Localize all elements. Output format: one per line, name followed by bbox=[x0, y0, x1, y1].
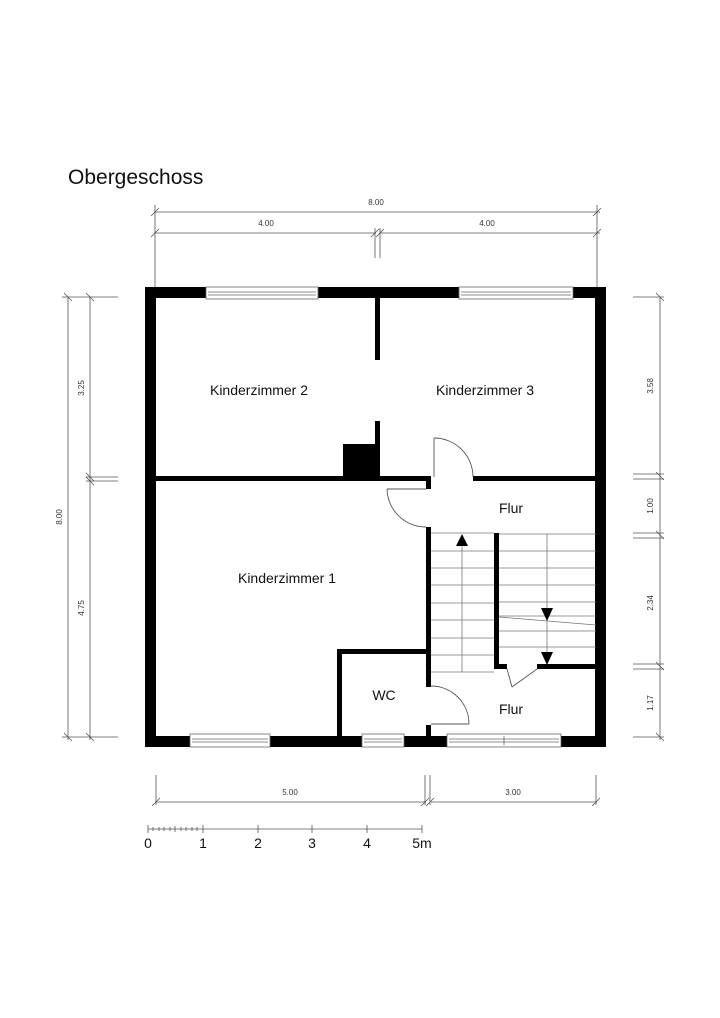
scale-label-5m: 5m bbox=[412, 835, 431, 851]
scale-bar: 0 1 2 3 4 5m bbox=[144, 825, 432, 851]
dim-top-total: 8.00 bbox=[368, 198, 384, 207]
windows bbox=[189, 286, 574, 748]
walls bbox=[145, 287, 606, 747]
dim-top-right: 4.00 bbox=[479, 219, 495, 228]
right-dimensions: 3.58 1.00 2.34 1.17 bbox=[633, 292, 665, 742]
stair-flight-up bbox=[431, 532, 494, 673]
scale-label-2: 2 bbox=[254, 835, 262, 851]
window-kz1 bbox=[189, 733, 271, 748]
room-labels: Kinderzimmer 2 Kinderzimmer 3 Kinderzimm… bbox=[210, 382, 534, 717]
window-wc bbox=[361, 733, 405, 748]
staircase bbox=[431, 532, 597, 673]
arrow-down-icon bbox=[541, 652, 553, 665]
left-dimensions: 8.00 3.25 4.75 bbox=[55, 292, 118, 742]
floor-title: Obergeschoss bbox=[68, 166, 204, 189]
room-label-wc: WC bbox=[372, 687, 395, 703]
scale-label-0: 0 bbox=[144, 835, 152, 851]
dim-right-2: 1.00 bbox=[646, 498, 655, 514]
top-dimensions: 8.00 4.00 4.00 bbox=[150, 198, 602, 287]
doors bbox=[386, 437, 538, 725]
room-label-kinderzimmer-2: Kinderzimmer 2 bbox=[210, 382, 308, 398]
dim-left-lower: 4.75 bbox=[77, 600, 86, 616]
door-stair-closet bbox=[506, 668, 538, 688]
window-kz2 bbox=[205, 286, 319, 300]
stair-flight-down bbox=[498, 533, 597, 665]
dim-right-1: 3.58 bbox=[646, 378, 655, 394]
room-label-kinderzimmer-1: Kinderzimmer 1 bbox=[238, 570, 336, 586]
arrow-up-icon bbox=[456, 534, 468, 546]
dim-bottom-right: 3.00 bbox=[505, 788, 521, 797]
dim-right-4: 1.17 bbox=[646, 695, 655, 711]
window-flur bbox=[446, 733, 562, 748]
dim-left-total: 8.00 bbox=[55, 509, 64, 525]
dim-top-left: 4.00 bbox=[258, 219, 274, 228]
bottom-dimensions: 5.00 3.00 bbox=[151, 775, 601, 807]
door-wc bbox=[430, 685, 470, 725]
dim-left-upper: 3.25 bbox=[77, 380, 86, 396]
room-label-kinderzimmer-3: Kinderzimmer 3 bbox=[436, 382, 534, 398]
window-kz3 bbox=[458, 286, 574, 300]
dim-bottom-left: 5.00 bbox=[282, 788, 298, 797]
scale-label-3: 3 bbox=[308, 835, 316, 851]
room-label-flur-lower: Flur bbox=[499, 701, 523, 717]
room-label-flur-upper: Flur bbox=[499, 500, 523, 516]
door-kz3 bbox=[433, 437, 474, 478]
door-kz1 bbox=[386, 488, 427, 528]
scale-label-1: 1 bbox=[199, 835, 207, 851]
arrow-down-icon bbox=[541, 608, 553, 621]
scale-label-4: 4 bbox=[363, 835, 371, 851]
dim-right-3: 2.34 bbox=[646, 595, 655, 611]
